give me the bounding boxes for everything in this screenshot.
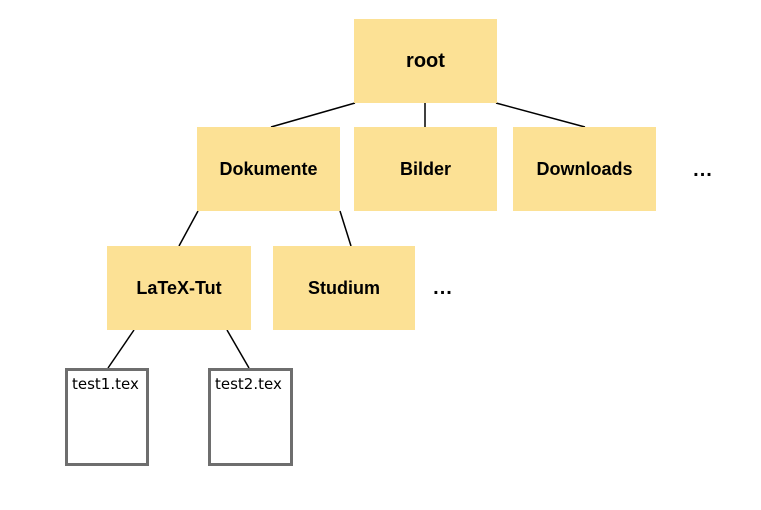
ellipsis-level-1: ... bbox=[693, 158, 713, 181]
edge-root-downloads bbox=[495, 102, 586, 128]
edge-root-dokumente bbox=[270, 102, 356, 128]
node-root: root bbox=[354, 19, 497, 103]
edge-dokumente-latex-tut bbox=[178, 210, 199, 247]
file-node-test1: test1.tex bbox=[65, 368, 149, 466]
node-latex-tut: LaTeX-Tut bbox=[107, 246, 251, 330]
file-node-test2: test2.tex bbox=[208, 368, 293, 466]
node-studium: Studium bbox=[273, 246, 415, 330]
edge-latex-tut-test2 bbox=[226, 329, 250, 369]
ellipsis-level-2: ... bbox=[433, 276, 453, 299]
node-dokumente: Dokumente bbox=[197, 127, 340, 211]
edge-latex-tut-test1 bbox=[107, 329, 135, 369]
node-downloads: Downloads bbox=[513, 127, 656, 211]
node-bilder: Bilder bbox=[354, 127, 497, 211]
edge-dokumente-studium bbox=[339, 210, 352, 247]
